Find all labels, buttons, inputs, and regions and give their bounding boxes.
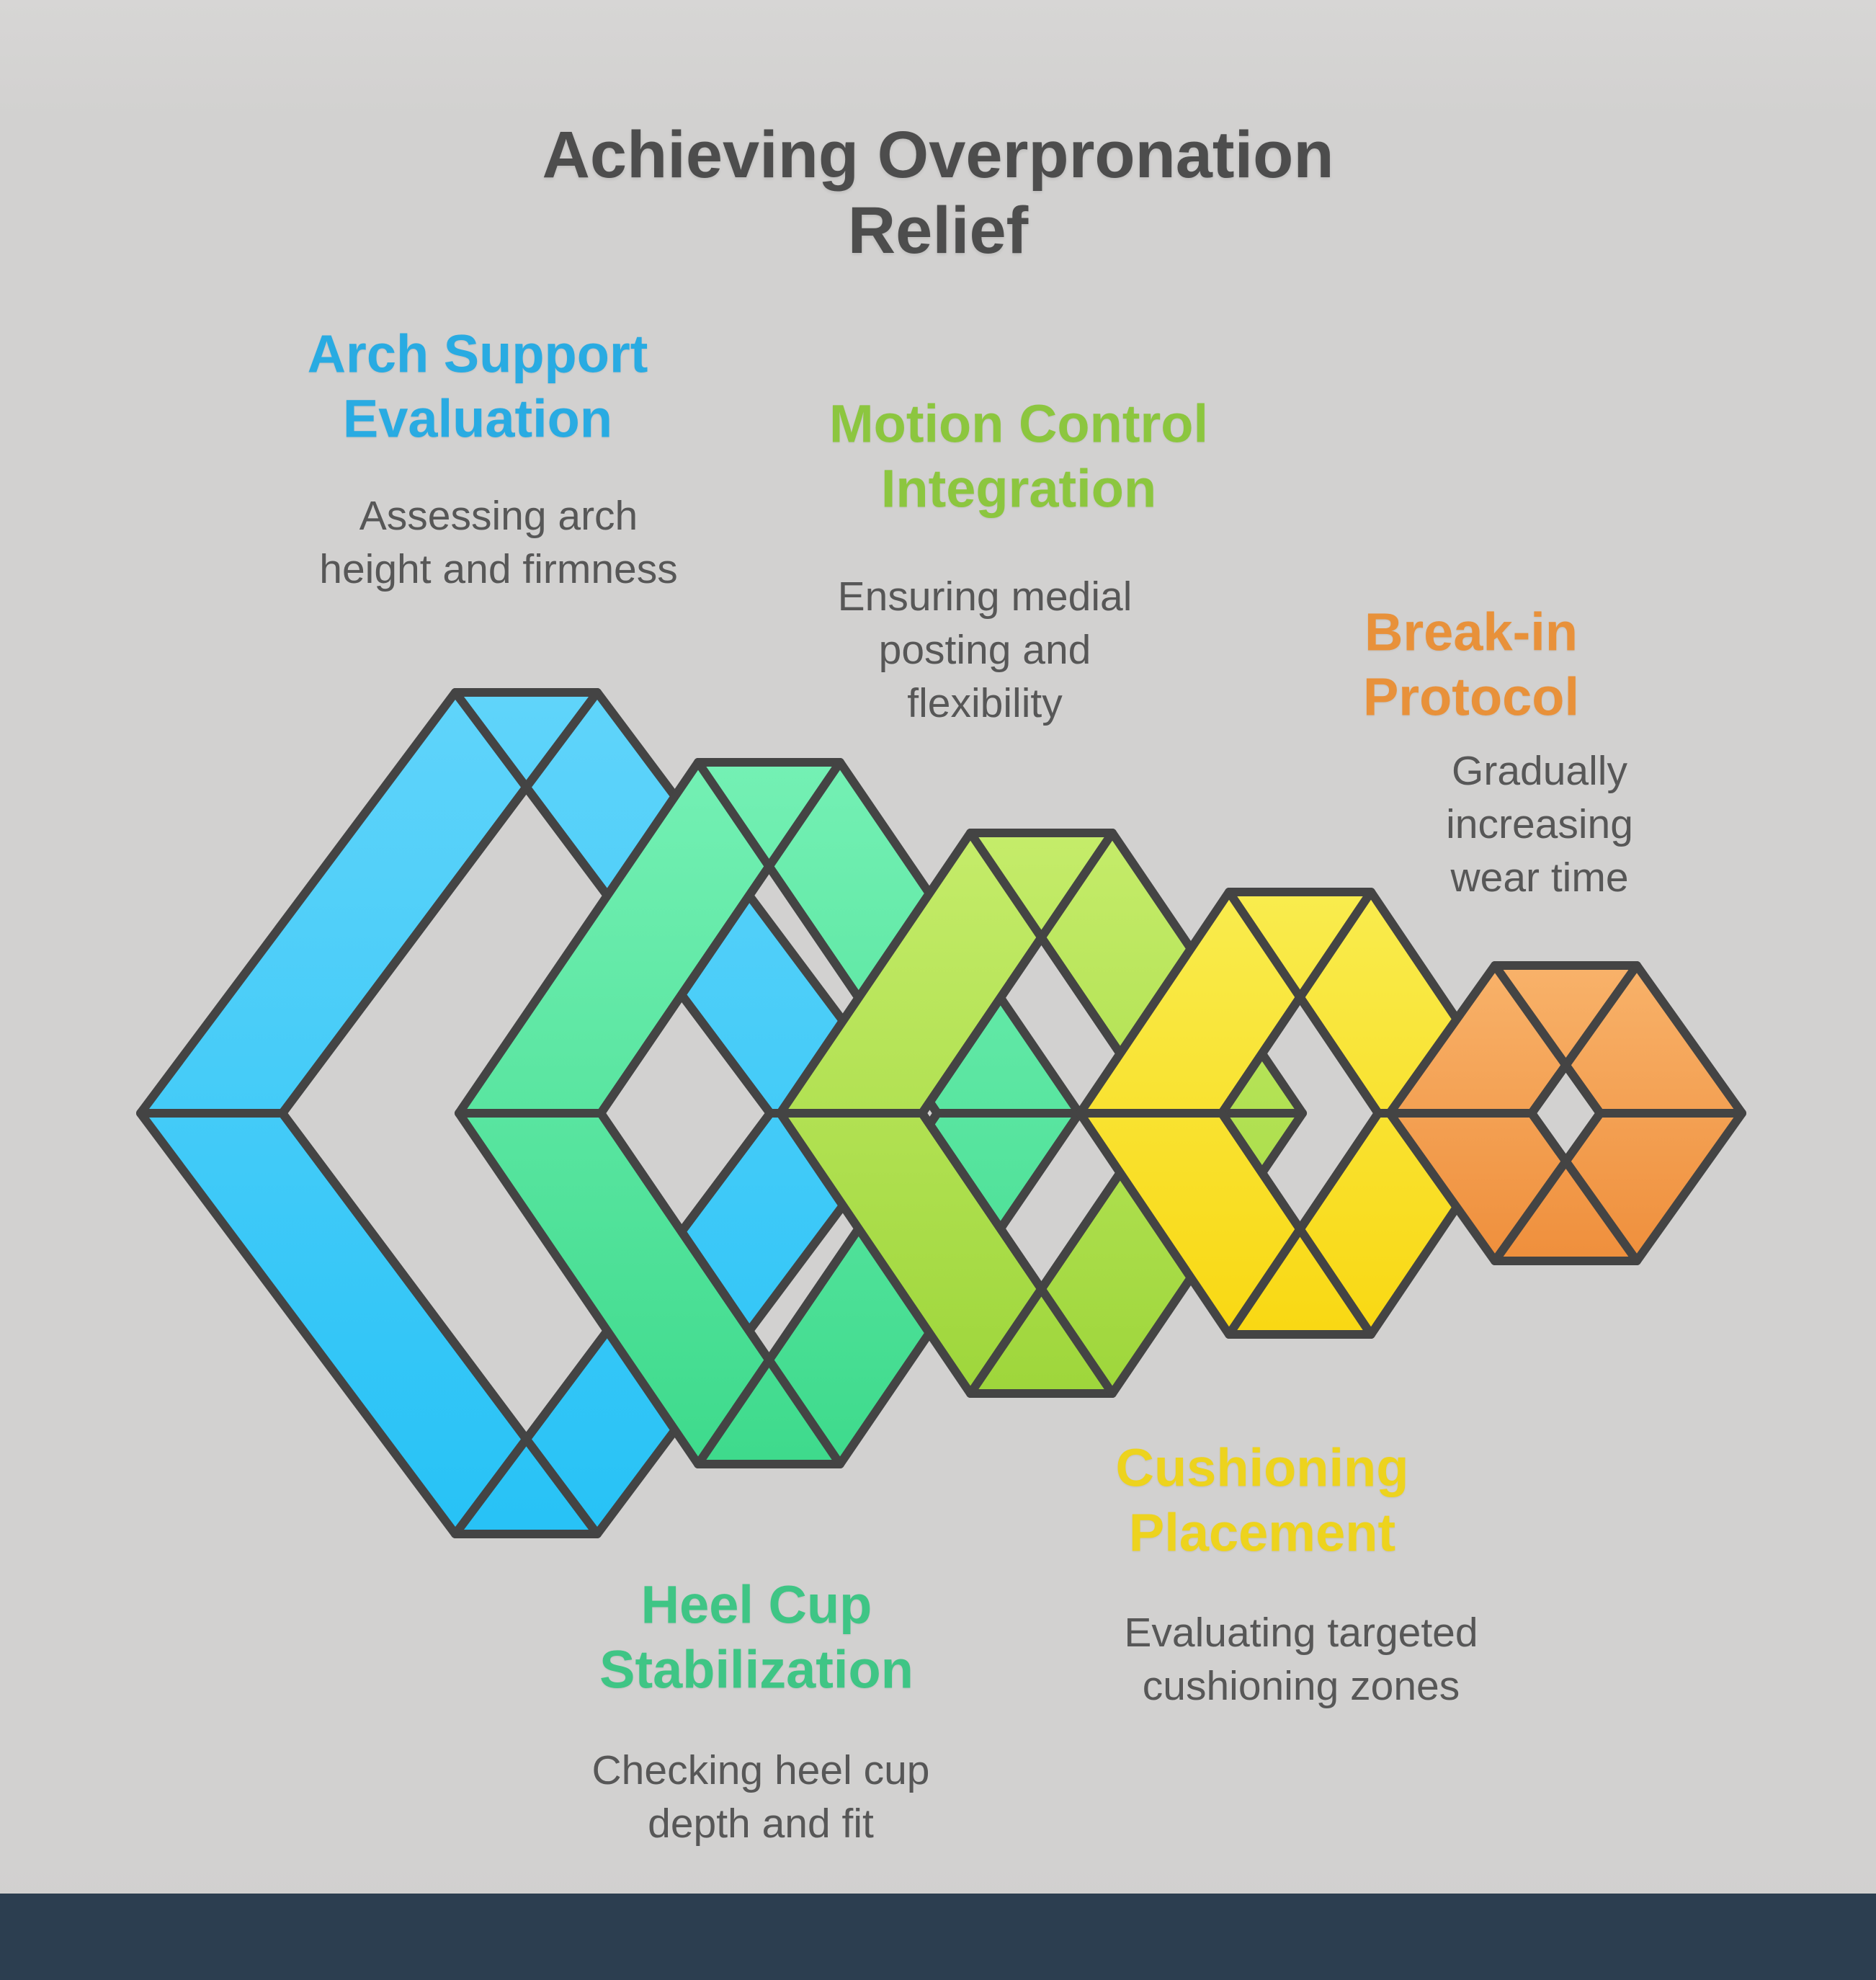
label-motion-control-integration: Motion Control Integration [828, 393, 1209, 519]
label-arch-support-evaluation: Arch Support Evaluation [307, 324, 648, 449]
description-cushioning-placement: Evaluating targeted cushioning zones [1124, 1609, 1478, 1709]
label-break-in-protocol: Break-in Protocol [1362, 602, 1580, 727]
description-break-in-protocol: Gradually increasing wear time [1446, 747, 1633, 901]
label-cushioning-placement: Cushioning Placement [1115, 1437, 1409, 1563]
label-heel-cup-stabilization: Heel Cup Stabilization [599, 1574, 914, 1700]
ring-cushioning-placement [1076, 888, 1524, 1339]
page-title: Achieving Overpronation Relief [542, 118, 1334, 267]
description-motion-control-integration: Ensuring medial posting and flexibility [837, 573, 1133, 727]
description-heel-cup-stabilization: Checking heel cup depth and fit [591, 1747, 930, 1847]
ring-break-in-protocol [1385, 961, 1746, 1265]
footer-bar [0, 1894, 1876, 1980]
description-arch-support-evaluation: Assessing arch height and firmness [319, 492, 678, 592]
